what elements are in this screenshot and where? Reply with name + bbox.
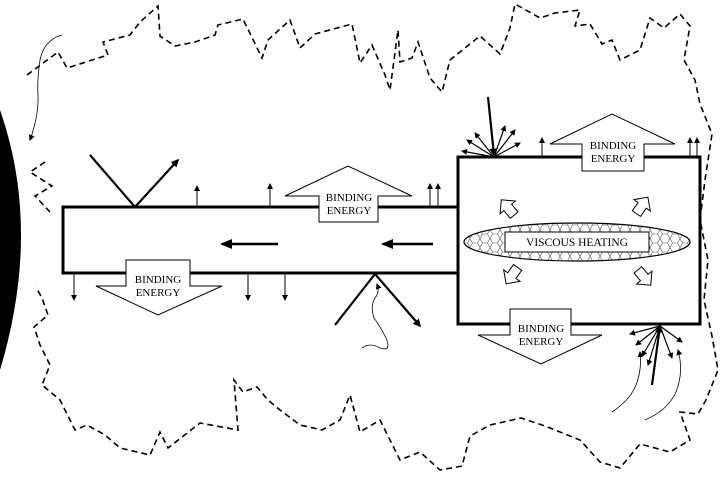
scatter-ray-db-4: [659, 325, 674, 359]
incident-ray-top: [89, 154, 136, 208]
wavy-photon-disk-bottom-2: [644, 349, 683, 421]
incoming-photon-star: [28, 34, 63, 141]
scatter-ray-dt-3: [493, 125, 507, 158]
scatter-ray-db-6: [629, 325, 661, 336]
viscous-heating-label-box: [504, 231, 650, 253]
scatter-ray-dt-2: [474, 132, 495, 158]
binding-energy-arrow-down-disk: BINDING ENERGY: [477, 308, 603, 365]
binding-label-4: BINDING: [518, 323, 564, 335]
scatter-ray-db-1: [635, 325, 661, 346]
energy-label-4: ENERGY: [519, 336, 564, 348]
scatter-ray-dt-5: [493, 142, 521, 158]
incident-ray-disk-bottom: [650, 324, 664, 386]
dashed-cloud-left: [28, 161, 54, 213]
energy-label-3: ENERGY: [591, 153, 636, 165]
binding-energy-arrow-down-left: BINDING ENERGY: [95, 259, 223, 316]
viscous-heating-label: VISCOUS HEATING: [526, 237, 628, 249]
scatter-ray-db-2: [641, 325, 661, 357]
reflected-ray-bottom: [374, 273, 421, 328]
heat-arrow-up-left: [499, 199, 519, 220]
incident-ray-bottom: [334, 273, 376, 326]
binding-energy-arrow-up-center: BINDING ENERGY: [284, 165, 413, 223]
binding-label-2: BINDING: [135, 274, 181, 286]
energy-label-1: ENERGY: [327, 205, 372, 217]
wavy-photon-disk-bottom-1: [611, 351, 644, 413]
heat-arrow-up-right: [631, 196, 652, 218]
binding-label-3: BINDING: [590, 140, 636, 152]
scatter-ray-dt-6: [461, 148, 495, 158]
wavy-photon-bottom: [361, 283, 389, 350]
incident-ray-disk-top: [486, 96, 498, 157]
heat-arrow-down-right: [633, 265, 653, 286]
scatter-ray-db-5: [659, 325, 683, 343]
energy-label-2: ENERGY: [136, 287, 181, 299]
scatter-ray-dt-4: [493, 129, 516, 158]
boundary-layer: [61, 205, 460, 275]
binding-energy-arrow-up-disk: BINDING ENERGY: [549, 113, 676, 172]
binding-label-1: BINDING: [326, 192, 372, 204]
scatter-ray-dt-1: [466, 139, 495, 158]
dashed-cloud-boundary: [26, 2, 719, 471]
central-star: [0, 110, 21, 370]
heat-arrow-down-left: [502, 263, 523, 285]
reflected-ray-top: [134, 158, 180, 208]
scatter-ray-db-3: [646, 325, 661, 366]
